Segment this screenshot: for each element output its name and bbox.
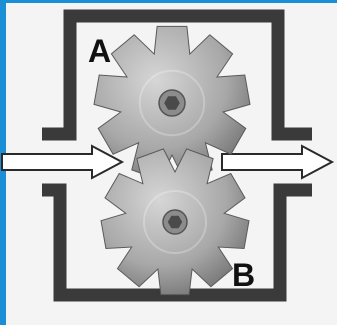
hex-bolt-icon [167, 215, 183, 229]
inlet-arrow [1, 144, 125, 180]
gear-icon [100, 148, 250, 296]
outlet-arrow [221, 144, 335, 180]
gear-icon [93, 25, 251, 181]
right-arrow-icon [221, 144, 335, 180]
gear-label-b: B [232, 257, 255, 293]
hex-bolt-icon [164, 96, 180, 110]
right-arrow-icon [1, 144, 125, 180]
gear-label-a: A [88, 33, 111, 69]
gear-ring [138, 69, 206, 137]
housing-top [42, 9, 312, 141]
gear-ring [143, 190, 207, 254]
